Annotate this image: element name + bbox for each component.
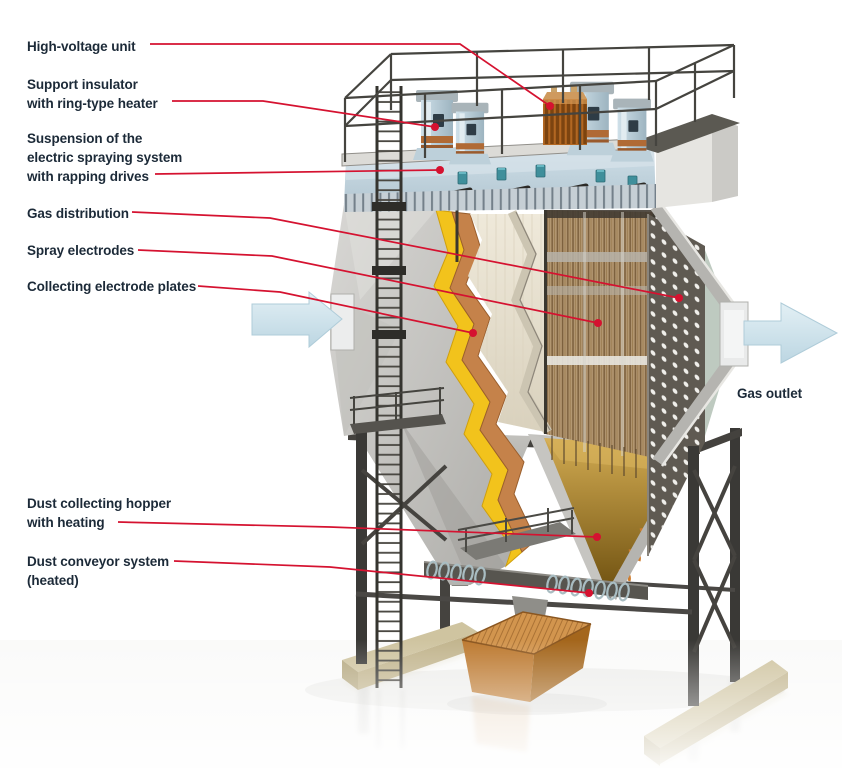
- label-gas-outlet-text: Gas outlet: [737, 386, 803, 401]
- gas-inlet-arrow: [251, 290, 343, 349]
- leader-gas-distribution: [131, 211, 680, 299]
- label-high-voltage-unit: High-voltage unit: [27, 37, 136, 56]
- label-spray-electrodes: Spray electrodes: [27, 241, 134, 260]
- leader-high-voltage-unit: [150, 43, 551, 107]
- leader-dust-conveyor: [173, 560, 590, 594]
- support-frame-front: [355, 432, 737, 706]
- label-suspension-line1: Suspension of the: [27, 131, 143, 146]
- label-gas-outlet: Gas outlet: [737, 384, 802, 403]
- label-suspension-line2: electric spraying system: [27, 150, 183, 165]
- label-suspension: Suspension of the electric spraying syst…: [27, 129, 182, 186]
- label-support-insulator-line1: Support insulator: [27, 77, 138, 92]
- label-dust-conveyor-line1: Dust conveyor system: [27, 554, 170, 569]
- label-spray-electrodes-text: Spray electrodes: [27, 243, 135, 258]
- label-suspension-line3: with rapping drives: [27, 169, 149, 184]
- leader-support-insulator: [172, 100, 436, 128]
- label-dust-conveyor: Dust conveyor system (heated): [27, 552, 169, 590]
- label-dust-hopper-line2: with heating: [27, 515, 105, 530]
- label-dust-hopper: Dust collecting hopper with heating: [27, 494, 171, 532]
- label-support-insulator: Support insulator with ring-type heater: [27, 75, 158, 113]
- label-dust-conveyor-line2: (heated): [27, 573, 79, 588]
- label-collecting-plates: Collecting electrode plates: [27, 277, 196, 296]
- label-high-voltage-unit-text: High-voltage unit: [27, 39, 136, 54]
- ring-type-heater: [421, 136, 453, 143]
- side-platform: [350, 414, 446, 434]
- label-gas-distribution: Gas distribution: [27, 204, 129, 223]
- label-dust-hopper-line1: Dust collecting hopper: [27, 496, 172, 511]
- spray-electrode-curtain: [545, 210, 654, 458]
- label-support-insulator-line2: with ring-type heater: [27, 96, 158, 111]
- roof-railing: [343, 43, 736, 162]
- gas-outlet-arrow: [743, 302, 839, 364]
- label-collecting-plates-text: Collecting electrode plates: [27, 279, 197, 294]
- leader-suspension: [154, 169, 441, 175]
- floor-fade: [0, 640, 842, 768]
- leader-collecting-plates: [197, 285, 474, 334]
- leader-dots: [431, 102, 683, 597]
- conveyor-screw: [426, 560, 630, 602]
- gas-flow-arrows: [251, 290, 839, 364]
- leader-dust-hopper: [117, 521, 598, 538]
- leader-spray-electrodes: [137, 249, 599, 324]
- label-gas-distribution-text: Gas distribution: [27, 206, 129, 221]
- access-ladder: [349, 86, 446, 688]
- leader-lines: [117, 43, 680, 594]
